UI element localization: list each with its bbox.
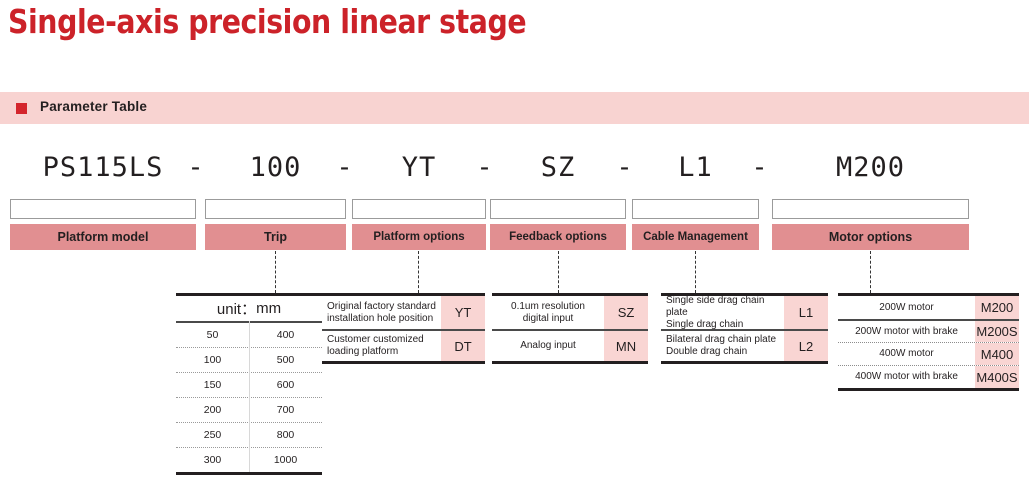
code-separator-1: -	[187, 152, 205, 183]
band-platform-model: Platform model	[10, 224, 196, 250]
band-feedback-options: Feedback options	[490, 224, 626, 250]
option-description: 400W motor	[879, 348, 934, 359]
option-description: Analog input	[520, 340, 576, 351]
trip-header-value: mm	[256, 300, 282, 317]
section-title: Parameter Table	[40, 99, 148, 114]
trip-table: unit： mm 50 400 100 500 150 600 200 700 …	[176, 293, 322, 475]
code-separator-2: -	[336, 152, 354, 183]
code-segment-cable-management: L1	[678, 152, 713, 183]
table-row: 400W motor with brake M400S	[838, 365, 1019, 388]
option-description: 200W motor	[879, 301, 934, 313]
option-description: 200W motor with brake	[855, 325, 958, 337]
option-code: L1	[784, 296, 828, 329]
code-segment-motor-options: M200	[835, 152, 906, 183]
input-box-platform-model[interactable]	[10, 199, 196, 219]
trip-value-right: 400	[276, 329, 295, 341]
trip-table-header: unit： mm	[176, 296, 322, 323]
section-header-bar: Parameter Table	[0, 92, 1029, 124]
trip-value-left: 100	[203, 354, 222, 366]
connector-feedback-options	[558, 251, 559, 293]
connector-platform-options	[418, 251, 419, 293]
trip-value-right: 800	[276, 429, 295, 441]
page-title: Single-axis precision linear stage	[8, 2, 527, 41]
band-motor-options: Motor options	[772, 224, 969, 250]
trip-value-right: 1000	[273, 454, 298, 466]
input-box-feedback-options[interactable]	[490, 199, 626, 219]
trip-value-right: 700	[276, 404, 295, 416]
model-code-line: PS115LS - 100 - YT - SZ - L1 - M200	[0, 152, 1029, 188]
input-box-motor-options[interactable]	[772, 199, 969, 219]
band-trip: Trip	[205, 224, 346, 250]
option-code: L2	[784, 331, 828, 361]
option-code: M400S	[975, 366, 1019, 388]
code-segment-trip: 100	[249, 152, 302, 183]
input-box-trip[interactable]	[205, 199, 346, 219]
trip-value-left: 50	[206, 329, 219, 341]
code-segment-platform-options: YT	[401, 152, 437, 183]
table-row: 200W motor with brake M200S	[838, 319, 1019, 342]
trip-value-left: 200	[203, 404, 222, 416]
trip-value-left: 150	[203, 379, 222, 391]
option-code: M200	[975, 296, 1019, 319]
table-row: 50 400	[176, 323, 322, 347]
trip-value-right: 500	[276, 354, 295, 366]
connector-motor-options	[870, 251, 871, 293]
connector-trip	[275, 251, 276, 293]
trip-value-left: 250	[203, 429, 222, 441]
code-segment-feedback-options: SZ	[540, 152, 576, 183]
option-code: M200S	[975, 321, 1019, 342]
code-separator-5: -	[751, 152, 769, 183]
input-box-cable-management[interactable]	[632, 199, 759, 219]
band-platform-options: Platform options	[352, 224, 486, 250]
option-code: MN	[604, 331, 648, 361]
band-cable-management: Cable Management	[632, 224, 759, 250]
option-code: YT	[441, 296, 485, 329]
option-code: DT	[441, 331, 485, 361]
table-row: 200W motor M200	[838, 296, 1019, 319]
connector-cable-management	[695, 251, 696, 293]
square-bullet-icon	[16, 103, 27, 114]
option-description: 400W motor with brake	[855, 371, 958, 382]
code-segment-platform-model: PS115LS	[42, 152, 164, 183]
trip-header-unit: unit：	[216, 301, 257, 318]
table-row: 400W motor M400	[838, 342, 1019, 365]
motor-options-table: 200W motor M200 200W motor with brake M2…	[838, 293, 1019, 391]
trip-column-divider	[249, 321, 250, 472]
trip-value-left: 300	[203, 454, 222, 466]
input-box-platform-options[interactable]	[352, 199, 486, 219]
trip-value-right: 600	[276, 379, 295, 391]
code-separator-3: -	[476, 152, 494, 183]
option-code: M400	[975, 343, 1019, 365]
table-row: Analog input MN	[492, 329, 648, 361]
option-code: SZ	[604, 296, 648, 329]
code-separator-4: -	[616, 152, 634, 183]
